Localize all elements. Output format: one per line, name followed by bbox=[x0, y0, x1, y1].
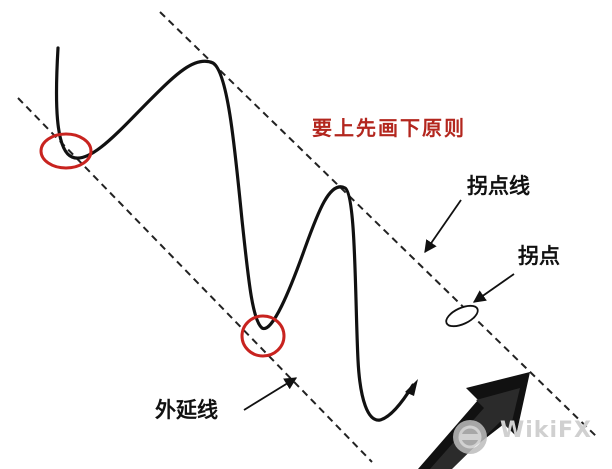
pivot-point-marker bbox=[445, 304, 479, 328]
pivot-point-label: 拐点 bbox=[518, 244, 560, 268]
pivot-pointer-arrow-icon bbox=[472, 273, 515, 303]
lower-line-pointer-arrow-icon bbox=[243, 377, 298, 411]
watermark-logo-icon bbox=[453, 420, 487, 454]
watermark-text: WikiFX bbox=[500, 418, 592, 443]
upper-dashed-line bbox=[159, 11, 599, 439]
upper-line-pointer-arrow-icon bbox=[424, 199, 462, 254]
lower-line-label: 外延线 bbox=[155, 398, 218, 422]
lower-touch-circle bbox=[240, 314, 286, 358]
upper-touch-circle bbox=[39, 132, 93, 170]
rule-title: 要上先画下原则 bbox=[312, 116, 466, 140]
price-curve bbox=[54, 46, 415, 422]
curve-end-arrow-icon bbox=[405, 379, 418, 396]
upper-line-label: 拐点线 bbox=[467, 174, 530, 198]
